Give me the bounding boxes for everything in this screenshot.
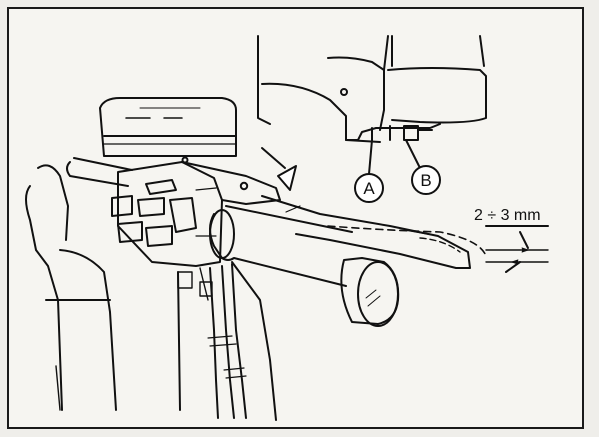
fitting: [199, 281, 213, 297]
leader-a: [368, 139, 373, 175]
frame-lines: [177, 261, 277, 421]
detail-arrow: [261, 147, 297, 191]
detail-inset: [257, 35, 487, 143]
dimension-indicator: [485, 225, 549, 273]
lever-free-play-outline: [327, 225, 487, 257]
callout-b-label: B: [420, 171, 431, 190]
fork-body: [25, 164, 117, 411]
switch-housing: [111, 161, 223, 267]
leader-b: [405, 139, 421, 169]
callout-a: A: [354, 173, 384, 203]
handlebar-tube: [66, 157, 133, 187]
figure-frame: [7, 7, 584, 429]
brake-lever: [261, 195, 471, 269]
callout-a-label: A: [363, 179, 375, 198]
dimension-label: 2 ÷ 3 mm: [474, 207, 541, 224]
lever-bracket: [181, 156, 281, 205]
switch-wires: [207, 263, 247, 419]
callout-b: B: [411, 165, 441, 195]
brake-fluid-reservoir: [99, 97, 237, 157]
handgrip: [209, 205, 400, 327]
fitting: [177, 271, 193, 289]
